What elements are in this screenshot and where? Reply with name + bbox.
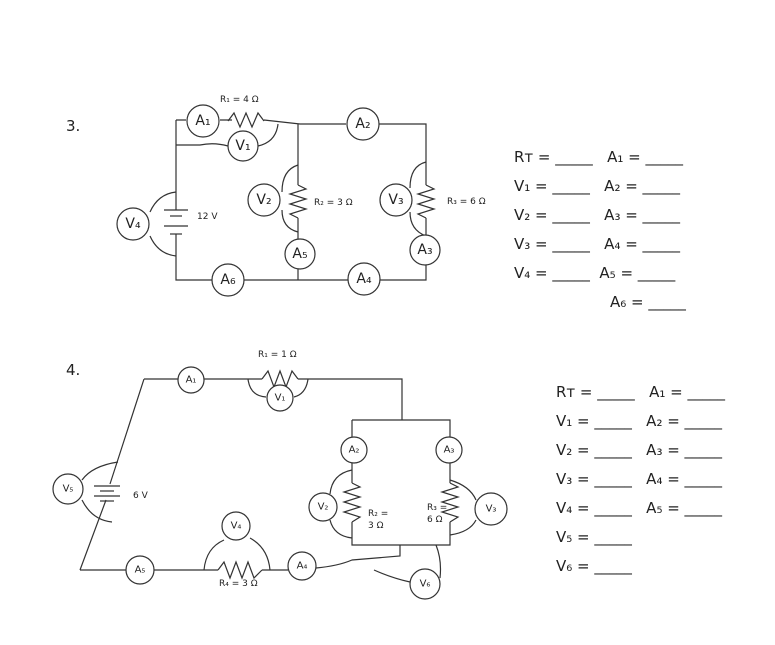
resistor-r1-label: R₁ = 1 Ω	[258, 350, 297, 360]
v1-leads	[247, 378, 309, 398]
ammeter-a1: A₁	[186, 104, 220, 138]
v5-leads	[81, 461, 119, 523]
svg-text:A₂: A₂	[349, 445, 360, 456]
circuit-3: R₁ = 4 Ω R₂ = 3 Ω R₃ = 6 Ω 12 V A₁ A₂ V₁…	[116, 95, 486, 297]
answer-line: V₆ = _____	[556, 557, 632, 575]
svg-text:V₅: V₅	[63, 484, 74, 495]
svg-text:A₅: A₅	[135, 565, 146, 576]
voltmeter-v3: V₃	[379, 183, 413, 217]
parallel-box	[351, 419, 451, 546]
outer-wire	[175, 120, 427, 281]
resistor-r2-symbol	[341, 482, 363, 523]
svg-text:A₁: A₁	[186, 375, 197, 386]
v2-leads	[329, 469, 353, 539]
voltmeter-v4: V₄	[221, 511, 251, 541]
left-wire	[79, 378, 145, 571]
battery-voltage-label: 12 V	[197, 212, 218, 222]
top-wire	[176, 119, 427, 180]
resistor-r1-label: R₁ = 4 Ω	[220, 95, 259, 105]
svg-text:A₆: A₆	[220, 272, 236, 288]
svg-text:V₄: V₄	[125, 216, 141, 232]
bottom-wire	[80, 545, 401, 571]
answer-line: V₄ = _____ A₅ = _____	[514, 264, 676, 282]
svg-text:A₃: A₃	[417, 242, 432, 258]
problem-3-number: 3.	[66, 117, 81, 135]
svg-text:A₅: A₅	[292, 246, 307, 262]
resistor-r1-symbol	[261, 369, 299, 389]
ammeter-a4: A₄	[287, 551, 317, 581]
resistor-r1-symbol	[227, 111, 265, 129]
ammeter-a3: A₃	[435, 436, 463, 464]
ammeter-a1: A₁	[177, 366, 205, 394]
circuit-4: R₁ = 1 Ω R₂ = 3 Ω R₃ = 6 Ω R₄ = 3 Ω 6 V …	[52, 350, 508, 600]
svg-text:A₄: A₄	[356, 271, 372, 287]
resistor-r4-label: R₄ = 3 Ω	[219, 579, 258, 589]
ammeter-a6: A₆	[211, 263, 245, 297]
battery-symbol	[94, 485, 120, 502]
ammeter-a4: A₄	[347, 262, 381, 296]
v4-leads	[149, 191, 177, 257]
svg-text:V₄: V₄	[231, 521, 242, 532]
resistor-r3-value: 6 Ω	[427, 515, 443, 525]
problem-4-number: 4.	[66, 361, 81, 379]
v3-leads	[449, 479, 477, 536]
ammeter-a5: A₅	[125, 555, 155, 585]
answer-line: V₂ = _____ A₃ = _____	[514, 206, 681, 224]
svg-text:V₁: V₁	[235, 138, 250, 154]
v6-leads	[373, 544, 442, 583]
ammeter-a2: A₂	[340, 436, 368, 464]
v4-leads	[203, 537, 271, 571]
resistor-r2-value: 3 Ω	[368, 521, 384, 531]
svg-text:V₁: V₁	[275, 393, 286, 404]
svg-text:A₂: A₂	[355, 116, 370, 132]
top-wire	[144, 378, 403, 420]
answer-line: V₃ = _____ A₄ = _____	[514, 235, 681, 253]
voltmeter-v1: V₁	[266, 384, 294, 412]
svg-text:V₃: V₃	[388, 192, 403, 208]
voltmeter-v4: V₄	[116, 207, 150, 241]
v1-leads	[176, 123, 279, 147]
ammeter-a3: A₃	[409, 234, 441, 266]
answer-line: Rᴛ = _____ A₁ = _____	[556, 383, 725, 401]
voltmeter-v2: V₂	[247, 183, 281, 217]
resistor-r2-label: R₂ = 3 Ω	[314, 198, 353, 208]
v2-leads	[281, 164, 299, 233]
answer-line: V₁ = _____ A₂ = _____	[556, 412, 723, 430]
answer-line: V₄ = _____ A₅ = _____	[556, 499, 723, 517]
voltmeter-v5: V₅	[52, 473, 84, 505]
resistor-r2-label: R₂ =	[368, 509, 388, 519]
answer-line: V₅ = _____	[556, 528, 632, 546]
answer-line: V₁ = _____ A₂ = _____	[514, 177, 681, 195]
svg-text:V₃: V₃	[486, 504, 497, 515]
resistor-r2-symbol	[287, 184, 309, 219]
battery-voltage-label: 6 V	[133, 491, 149, 501]
svg-text:A₁: A₁	[195, 113, 210, 129]
svg-text:A₃: A₃	[444, 445, 455, 456]
resistor-r3-symbol	[439, 482, 461, 523]
answer-line: V₃ = _____ A₄ = _____	[556, 470, 723, 488]
svg-text:A₄: A₄	[297, 561, 308, 572]
svg-text:V₂: V₂	[256, 192, 271, 208]
resistor-r4-symbol	[217, 560, 263, 580]
voltmeter-v2: V₂	[308, 492, 338, 522]
voltmeter-v3: V₃	[474, 492, 508, 526]
voltmeter-v1: V₁	[227, 130, 259, 162]
answer-line: V₂ = _____ A₃ = _____	[556, 441, 723, 459]
resistor-r3-symbol	[415, 184, 437, 219]
ammeter-a2: A₂	[346, 107, 380, 141]
svg-text:V₆: V₆	[420, 579, 431, 590]
answer-line: Rᴛ = _____ A₁ = _____	[514, 148, 683, 166]
voltmeter-v6: V₆	[409, 568, 441, 600]
battery-symbol	[164, 209, 188, 235]
svg-text:V₂: V₂	[318, 502, 329, 513]
resistor-r3-label: R₃ =	[427, 503, 447, 513]
answer-line: A₆ = _____	[610, 293, 686, 311]
ammeter-a5: A₅	[284, 238, 316, 270]
resistor-r3-label: R₃ = 6 Ω	[447, 197, 486, 207]
